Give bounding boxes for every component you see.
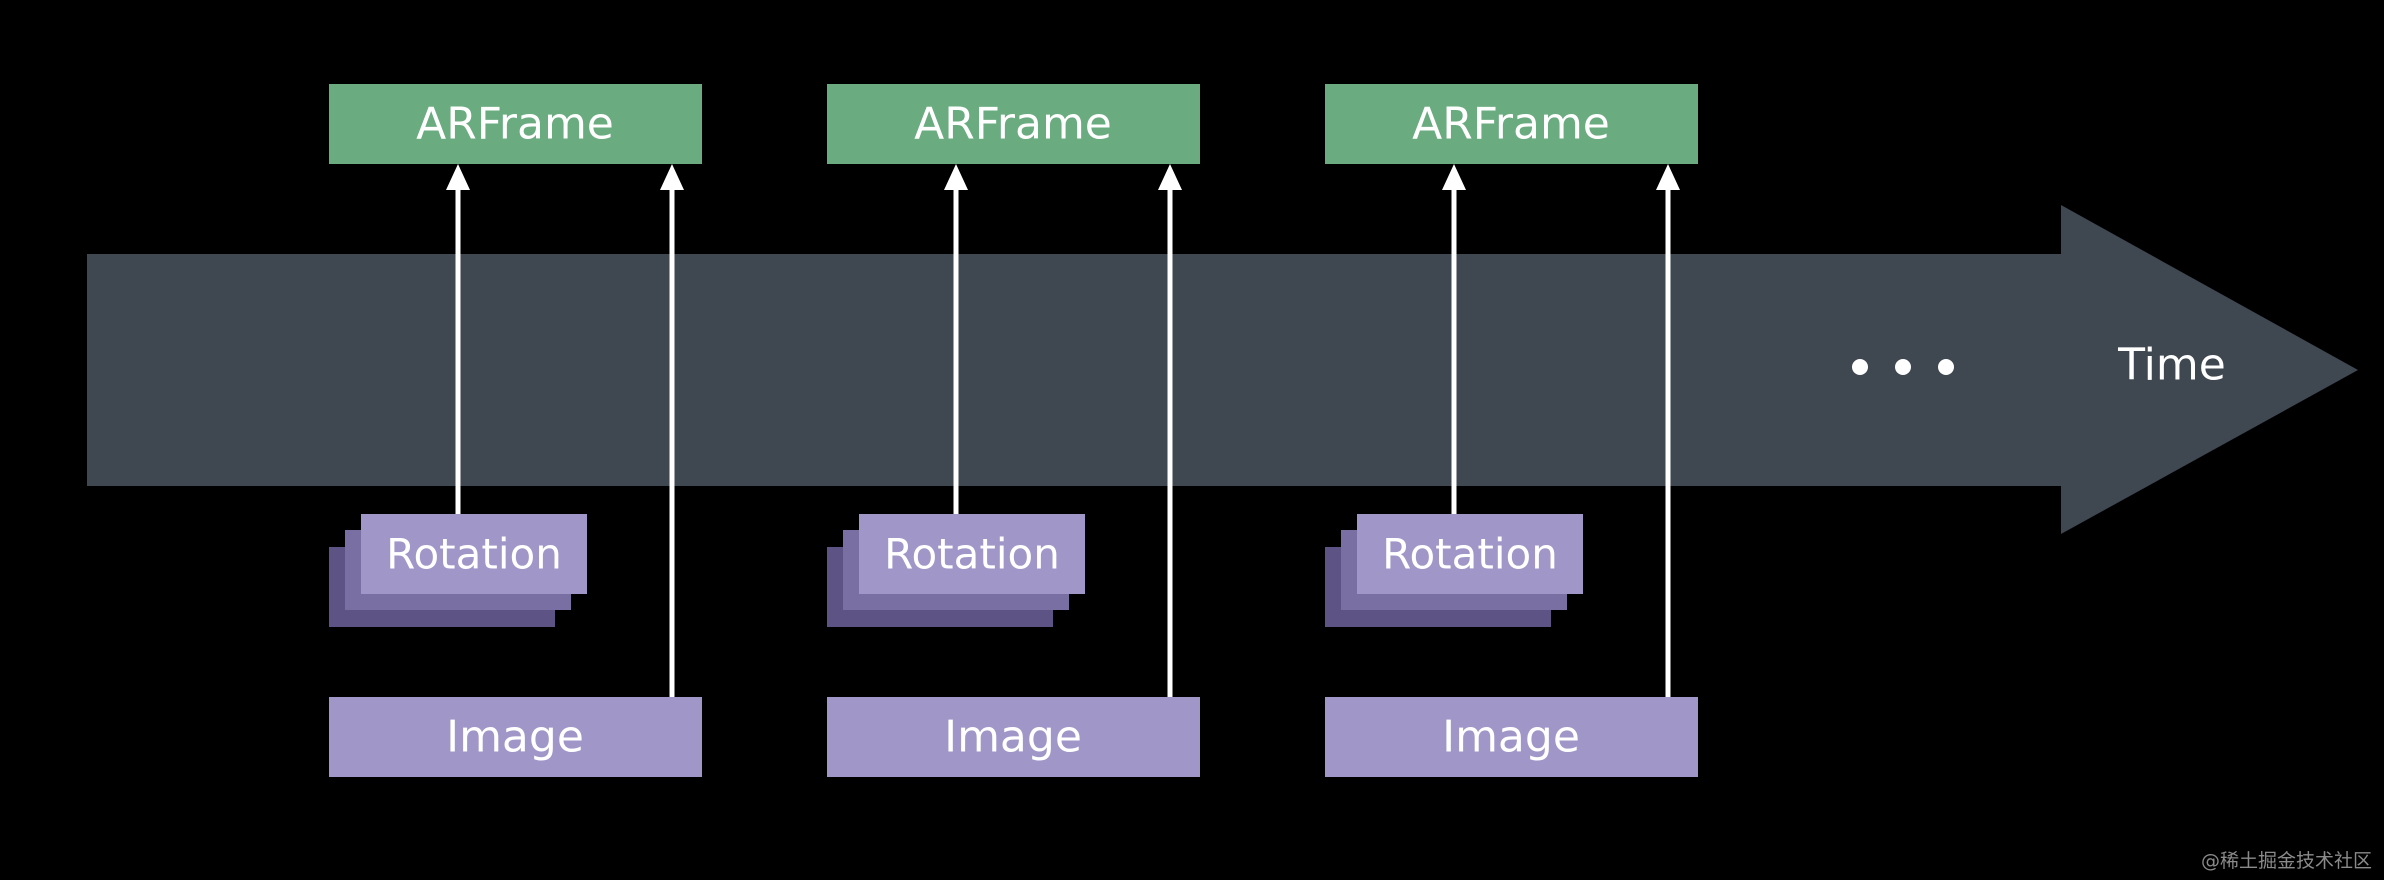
arframe-label: ARFrame [1412, 99, 1610, 150]
image-arrow [1158, 164, 1182, 697]
frame-group: Rotation ARFrame Image [329, 84, 702, 777]
rotation-label: Rotation [386, 530, 562, 579]
rotation-arrow [944, 164, 968, 514]
timeline-arrow [87, 205, 2358, 534]
image-box [329, 697, 702, 777]
rotation-stack: Rotation [1325, 514, 1583, 627]
image-arrow [660, 164, 684, 697]
ellipsis-dots [1852, 359, 1954, 375]
rotation-box [859, 514, 1085, 594]
image-arrow [1656, 164, 1680, 697]
arframe-box [1325, 84, 1698, 164]
rotation-stack: Rotation [329, 514, 587, 627]
frame-group: Rotation ARFrame Image [1325, 84, 1698, 777]
rotation-box [1357, 514, 1583, 594]
image-label: Image [1442, 712, 1580, 763]
frame-group: Rotation ARFrame Image [827, 84, 1200, 777]
watermark-text: @稀土掘金技术社区 [2201, 850, 2372, 872]
arframe-label: ARFrame [914, 99, 1112, 150]
arframe-box [827, 84, 1200, 164]
image-label: Image [446, 712, 584, 763]
image-label: Image [944, 712, 1082, 763]
rotation-arrow [446, 164, 470, 514]
rotation-arrow [1442, 164, 1466, 514]
image-box [827, 697, 1200, 777]
rotation-stack: Rotation [827, 514, 1085, 627]
rotation-box [361, 514, 587, 594]
rotation-label: Rotation [1382, 530, 1558, 579]
time-label: Time [2117, 340, 2226, 391]
arframe-label: ARFrame [416, 99, 614, 150]
image-box [1325, 697, 1698, 777]
arframe-box [329, 84, 702, 164]
rotation-label: Rotation [884, 530, 1060, 579]
